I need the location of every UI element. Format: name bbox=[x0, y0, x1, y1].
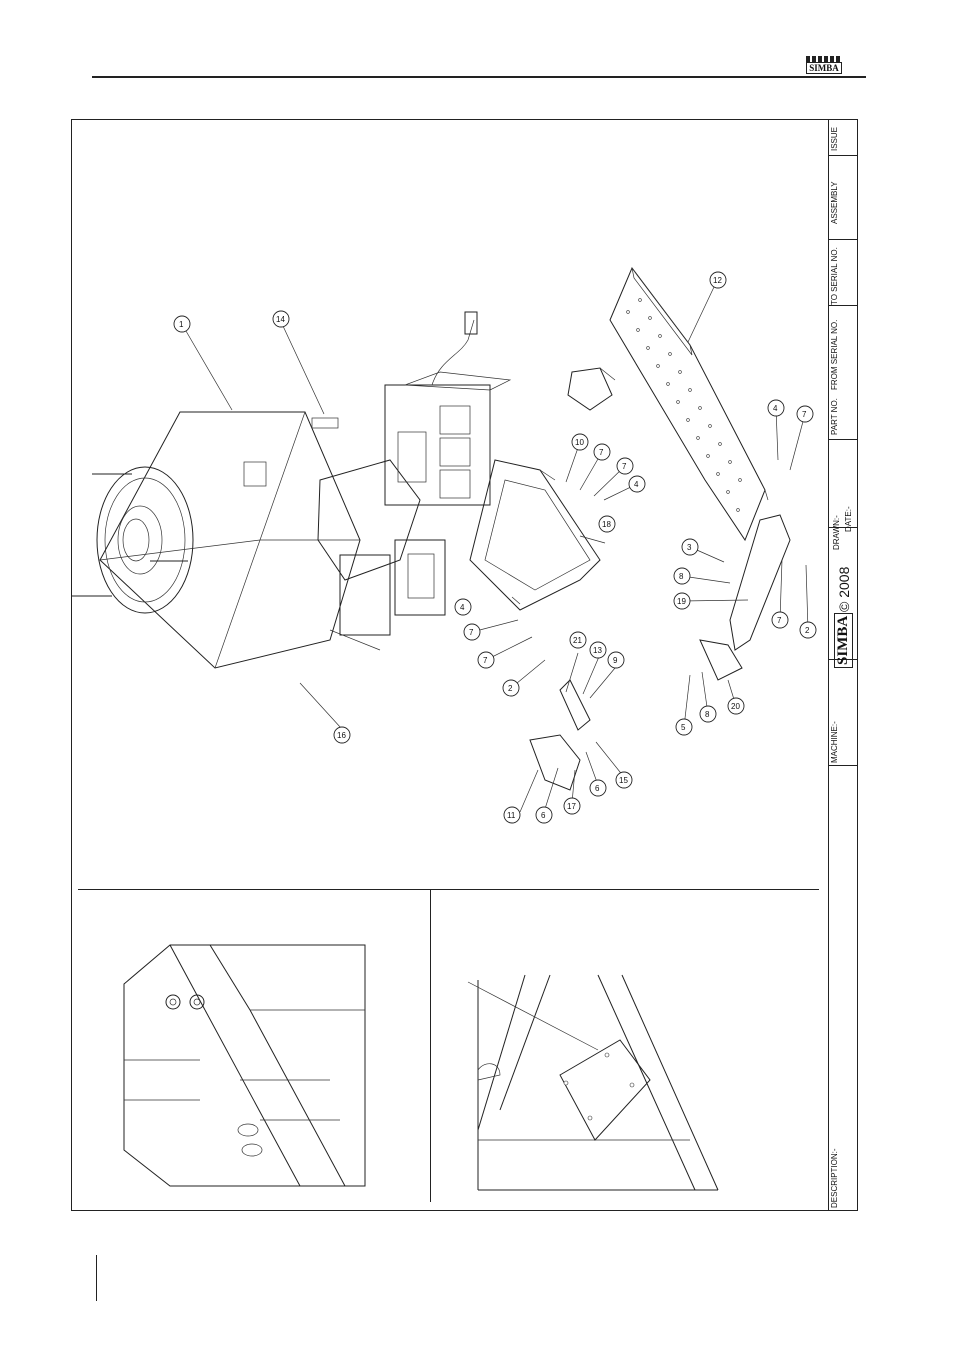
svg-text:17: 17 bbox=[567, 802, 576, 811]
callout-20: 20 bbox=[728, 698, 744, 714]
svg-text:7: 7 bbox=[469, 628, 474, 637]
callout-7d: 7 bbox=[464, 624, 480, 640]
detail-view-right bbox=[468, 975, 718, 1190]
callout-12: 12 bbox=[710, 272, 726, 288]
callout-1: 1 bbox=[174, 316, 190, 332]
svg-text:8: 8 bbox=[679, 572, 684, 581]
callout-13: 13 bbox=[590, 642, 606, 658]
svg-text:3: 3 bbox=[687, 543, 692, 552]
svg-text:19: 19 bbox=[677, 597, 686, 606]
svg-text:18: 18 bbox=[602, 520, 611, 529]
svg-text:9: 9 bbox=[613, 656, 618, 665]
svg-text:6: 6 bbox=[595, 784, 600, 793]
plate-bracket bbox=[530, 680, 590, 790]
callout-2b: 2 bbox=[800, 622, 816, 638]
callout-19: 19 bbox=[674, 593, 690, 609]
callout-6a: 6 bbox=[536, 807, 552, 823]
callout-21: 21 bbox=[570, 632, 586, 648]
callout-4b: 4 bbox=[768, 400, 784, 416]
callout-7e: 7 bbox=[478, 652, 494, 668]
svg-text:7: 7 bbox=[622, 462, 627, 471]
frame-bracket bbox=[470, 460, 600, 610]
svg-text:2: 2 bbox=[508, 684, 513, 693]
svg-text:4: 4 bbox=[460, 603, 465, 612]
callout-3: 3 bbox=[682, 539, 698, 555]
svg-text:10: 10 bbox=[575, 438, 584, 447]
gearbox-body bbox=[318, 312, 510, 650]
svg-text:4: 4 bbox=[773, 404, 778, 413]
callout-7c: 7 bbox=[797, 406, 813, 422]
callout-8b: 8 bbox=[700, 706, 716, 722]
callout-4a: 4 bbox=[629, 476, 645, 492]
svg-text:7: 7 bbox=[483, 656, 488, 665]
callout-7a: 7 bbox=[594, 444, 610, 460]
hopper bbox=[72, 412, 360, 668]
svg-text:1: 1 bbox=[179, 320, 184, 329]
callout-2a: 2 bbox=[503, 680, 519, 696]
hinge-bracket bbox=[568, 368, 615, 410]
svg-text:13: 13 bbox=[593, 646, 602, 655]
callout-18: 18 bbox=[599, 516, 615, 532]
svg-text:5: 5 bbox=[681, 723, 686, 732]
callout-14: 14 bbox=[273, 311, 289, 327]
callout-4c: 4 bbox=[455, 599, 471, 615]
callout-10: 10 bbox=[572, 434, 588, 450]
callout-16: 16 bbox=[334, 727, 350, 743]
svg-text:12: 12 bbox=[713, 276, 722, 285]
callout-6b: 6 bbox=[590, 780, 606, 796]
svg-text:7: 7 bbox=[802, 410, 807, 419]
svg-text:7: 7 bbox=[777, 616, 782, 625]
svg-text:16: 16 bbox=[337, 731, 346, 740]
step-platform bbox=[610, 268, 768, 540]
svg-text:2: 2 bbox=[805, 626, 810, 635]
callout-17: 17 bbox=[564, 798, 580, 814]
svg-text:20: 20 bbox=[731, 702, 740, 711]
svg-text:6: 6 bbox=[541, 811, 546, 820]
svg-text:8: 8 bbox=[705, 710, 710, 719]
svg-text:14: 14 bbox=[276, 315, 285, 324]
callout-7f: 7 bbox=[772, 612, 788, 628]
svg-text:7: 7 bbox=[599, 448, 604, 457]
detail-view-left bbox=[124, 945, 365, 1186]
leader-lines bbox=[186, 287, 808, 812]
svg-text:4: 4 bbox=[634, 480, 639, 489]
callout-5: 5 bbox=[676, 719, 692, 735]
callout-11: 11 bbox=[504, 807, 520, 823]
callout-7b: 7 bbox=[617, 458, 633, 474]
svg-text:15: 15 bbox=[619, 776, 628, 785]
svg-text:21: 21 bbox=[573, 636, 582, 645]
callout-8a: 8 bbox=[674, 568, 690, 584]
svg-text:11: 11 bbox=[507, 811, 516, 820]
callout-15: 15 bbox=[616, 772, 632, 788]
callout-9: 9 bbox=[608, 652, 624, 668]
